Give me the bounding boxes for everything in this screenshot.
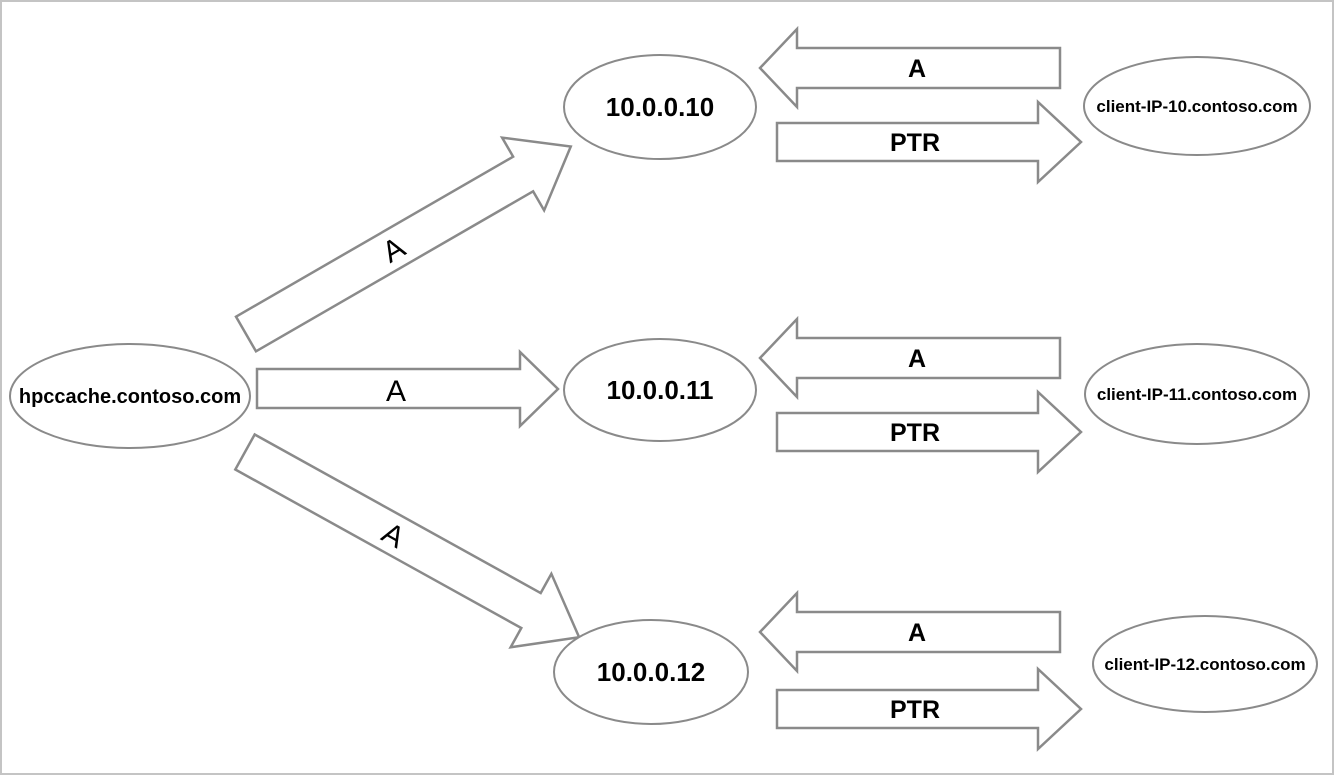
record-type-label: PTR (890, 129, 940, 157)
node-label: client-IP-10.contoso.com (1096, 97, 1297, 116)
node-ellipse (563, 54, 757, 160)
arrow-ptr-ip12-to-client12: PTR (775, 666, 1083, 752)
record-type-label: A (908, 345, 926, 373)
node-label: client-IP-11.contoso.com (1097, 385, 1297, 404)
arrow-a-client11-to-ip11: A (758, 315, 1062, 401)
record-type-label: A (908, 619, 926, 647)
node-ellipse (553, 619, 749, 725)
node-hpccache: hpccache.contoso.com (9, 343, 251, 449)
node-label: 10.0.0.12 (597, 657, 705, 687)
node-client-ip-11: client-IP-11.contoso.com (1084, 343, 1310, 445)
block-arrow-down-right (233, 432, 581, 649)
node-ip-10-0-0-11: 10.0.0.11 (563, 338, 757, 442)
record-type-label: PTR (890, 696, 940, 724)
block-arrow-left (758, 589, 1062, 675)
node-ip-10-0-0-12: 10.0.0.12 (553, 619, 749, 725)
node-client-ip-12: client-IP-12.contoso.com (1092, 615, 1318, 713)
block-arrow-right (775, 666, 1083, 752)
arrow-ptr-ip11-to-client11: PTR (775, 389, 1083, 475)
block-arrow-right (255, 349, 560, 429)
arrow-a-hpccache-to-ip10: A (234, 136, 573, 354)
arrow-a-client10-to-ip10: A (758, 25, 1062, 111)
record-type-label: A (386, 375, 406, 408)
node-ip-10-0-0-10: 10.0.0.10 (563, 54, 757, 160)
node-label: 10.0.0.10 (606, 92, 714, 122)
block-arrow-up-right (234, 136, 573, 354)
arrow-a-hpccache-to-ip12: A (233, 432, 581, 649)
node-label: 10.0.0.11 (607, 375, 714, 405)
node-ellipse (1083, 56, 1311, 156)
node-ellipse (9, 343, 251, 449)
node-label: client-IP-12.contoso.com (1104, 655, 1305, 674)
record-type-label: A (908, 55, 926, 83)
node-ellipse (1092, 615, 1318, 713)
arrow-ptr-ip10-to-client10: PTR (775, 99, 1083, 185)
block-arrow-right (775, 389, 1083, 475)
node-label: hpccache.contoso.com (19, 386, 241, 408)
block-arrow-left (758, 25, 1062, 111)
node-client-ip-10: client-IP-10.contoso.com (1083, 56, 1311, 156)
block-arrow-right (775, 99, 1083, 185)
record-type-label: PTR (890, 419, 940, 447)
node-ellipse (1084, 343, 1310, 445)
node-ellipse (563, 338, 757, 442)
block-arrow-left (758, 315, 1062, 401)
arrow-a-client12-to-ip12: A (758, 589, 1062, 675)
arrow-a-hpccache-to-ip11: A (255, 349, 560, 429)
